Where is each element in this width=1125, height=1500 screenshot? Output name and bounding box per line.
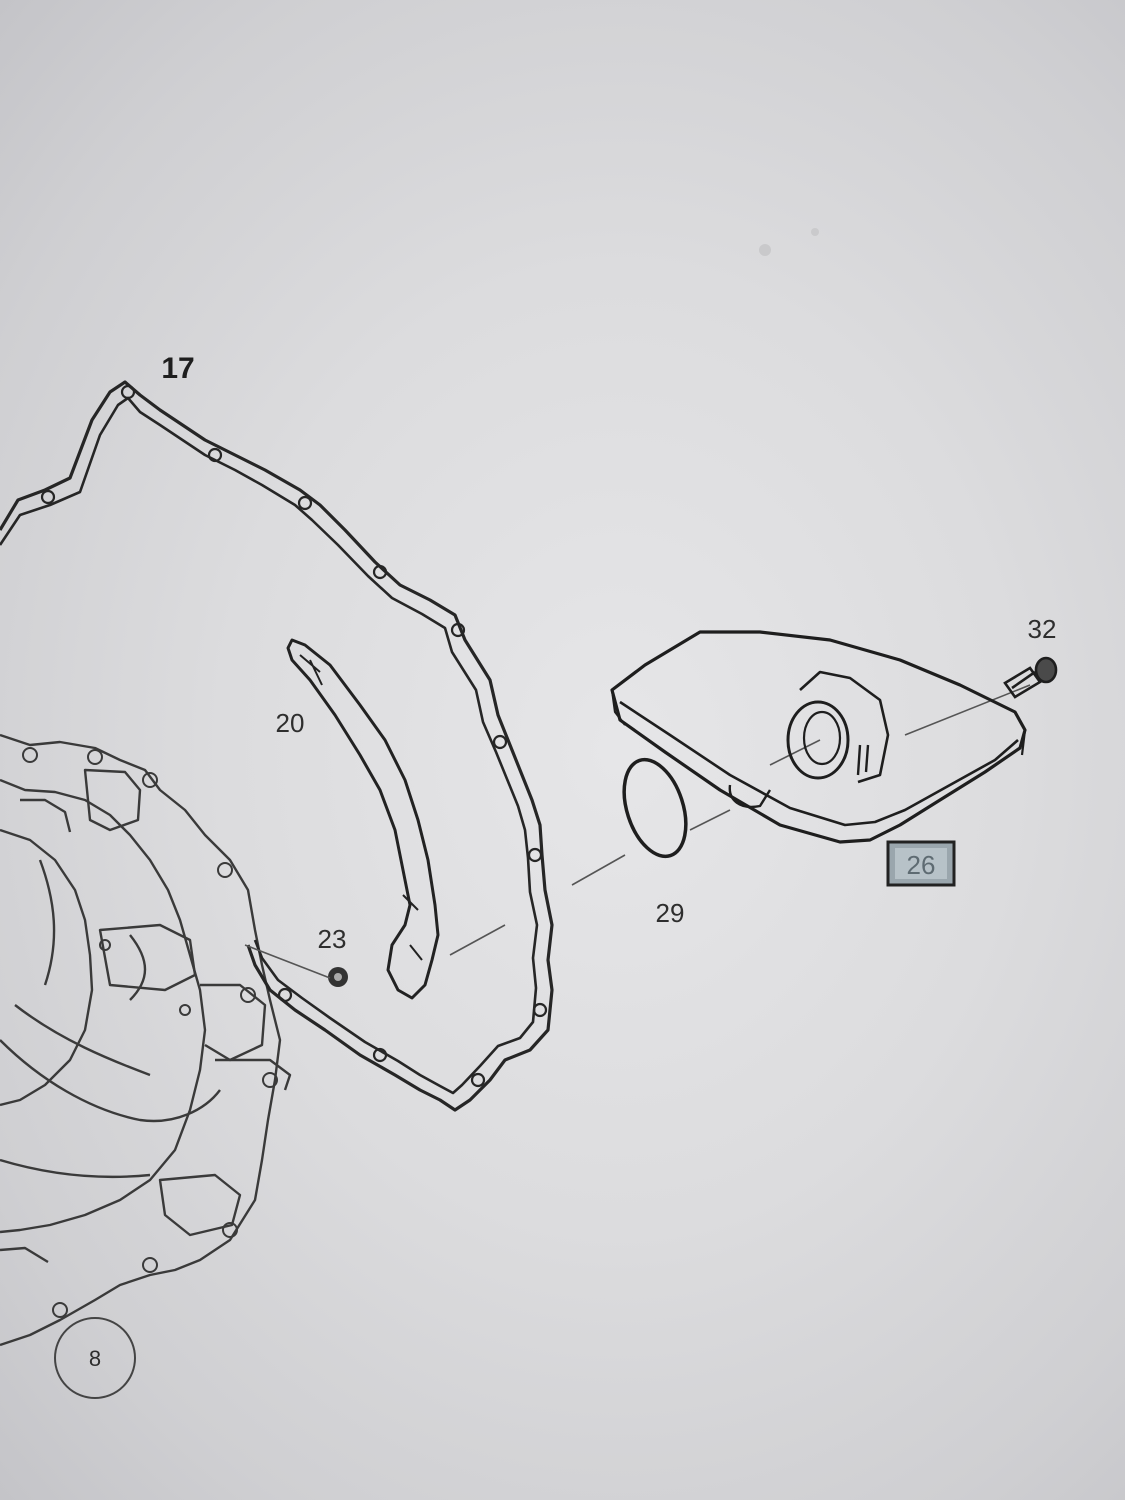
bolt-32 — [1003, 656, 1058, 699]
gasket-17-holes — [40, 384, 548, 1088]
seal-strip-20 — [286, 638, 440, 1000]
callout-26: 26 — [907, 850, 936, 880]
housing-bolts — [22, 747, 278, 1318]
transmission-housing — [0, 733, 292, 1347]
callout-26-box — [886, 840, 956, 887]
callout-8: 8 — [89, 1346, 101, 1371]
callout-29: 29 — [656, 898, 685, 928]
callout-17: 17 — [161, 352, 194, 385]
filter-26 — [610, 630, 1027, 844]
callout-circle-8 — [54, 1317, 136, 1399]
callout-32: 32 — [1028, 614, 1057, 644]
leader-lines — [244, 684, 1031, 979]
gasket-17 — [0, 380, 554, 1112]
callout-20: 20 — [276, 708, 305, 738]
callout-23: 23 — [318, 924, 347, 954]
o-ring-29 — [622, 757, 688, 859]
